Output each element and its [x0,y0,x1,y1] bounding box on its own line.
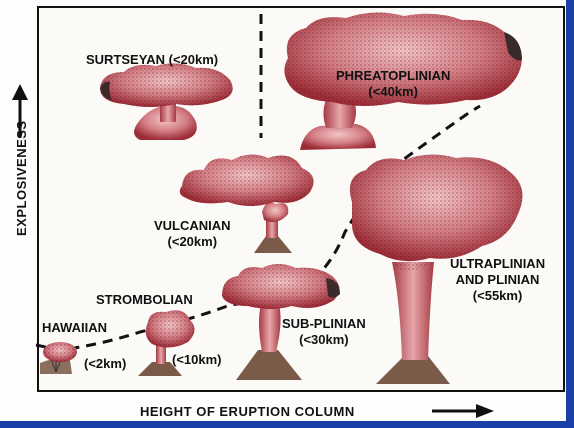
label-surtseyan: SURTSEYAN (<20km) [86,52,218,68]
label-subplinian: SUB-PLINIAN (<30km) [282,316,366,348]
label-strombolian-height: (<10km) [172,352,222,368]
frame-border-bottom [0,421,574,428]
label-hawaiian: HAWAIIAN [42,320,107,336]
label-phreatoplinian: PHREATOPLINIAN (<40km) [336,68,450,100]
surtseyan-plume [100,63,233,140]
label-ultraplinian: ULTRAPLINIAN AND PLINIAN (<55km) [450,256,545,304]
hawaiian-plume [40,342,77,374]
frame-border-right [566,0,574,428]
x-axis-title: HEIGHT OF ERUPTION COLUMN [140,404,355,419]
label-vulcanian: VULCANIAN (<20km) [154,218,231,250]
label-strombolian: STROMBOLIAN [96,292,193,308]
y-axis-title: EXPLOSIVENESS [14,120,29,236]
label-hawaiian-height: (<2km) [84,356,126,372]
